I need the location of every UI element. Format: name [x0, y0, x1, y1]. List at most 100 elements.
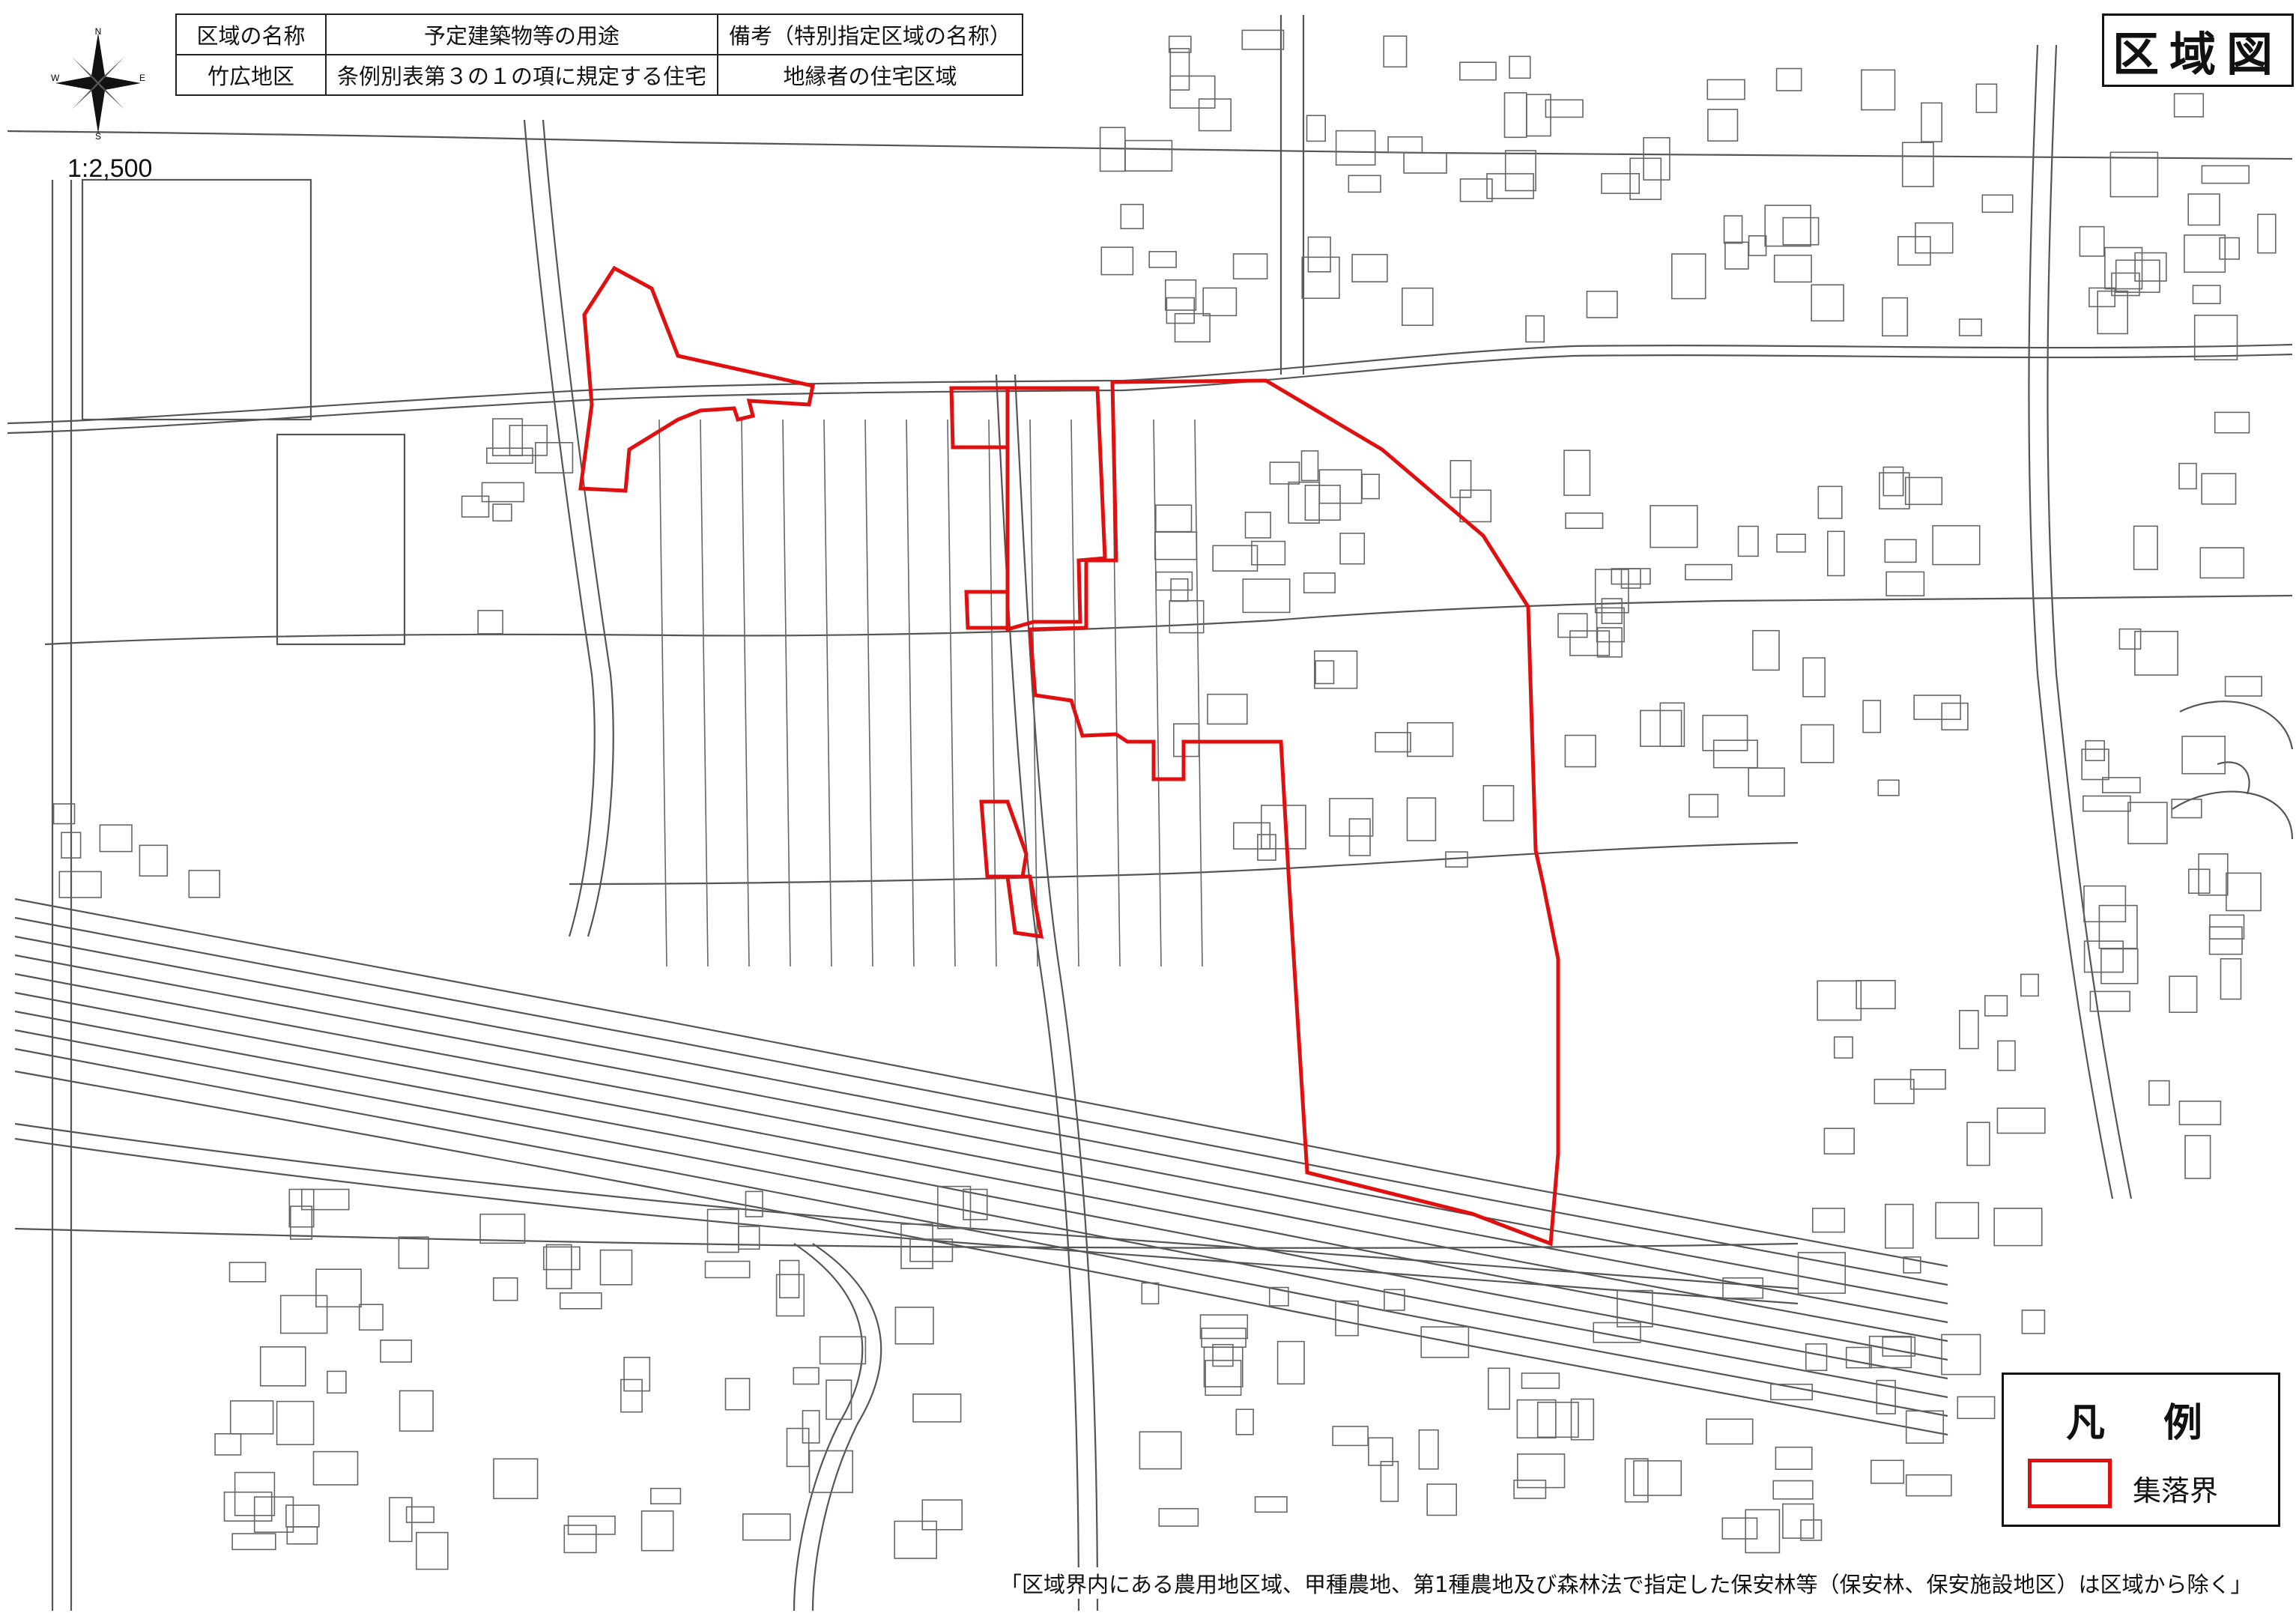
building-footprint — [2169, 975, 2198, 1013]
building-footprint — [1745, 1509, 1781, 1554]
building-footprint — [2083, 940, 2124, 973]
building-footprint — [563, 1525, 597, 1554]
building-footprint — [1659, 702, 1685, 747]
building-footprint — [2083, 885, 2127, 923]
building-footprint — [1426, 1483, 1457, 1516]
building-footprint — [742, 1513, 791, 1541]
building-footprint — [1877, 779, 1900, 796]
building-footprint — [415, 1531, 449, 1570]
building-footprint — [1141, 1282, 1160, 1305]
building-footprint — [279, 1295, 328, 1334]
building-footprint — [1975, 83, 1998, 113]
building-footprint — [724, 1378, 751, 1411]
building-footprint — [1903, 1256, 1921, 1274]
building-footprint — [1235, 1408, 1254, 1435]
building-footprint — [1368, 1437, 1394, 1466]
building-footprint — [1233, 822, 1271, 850]
building-footprint — [1706, 1418, 1754, 1445]
building-footprint — [1517, 1453, 1566, 1489]
field-strip-line — [700, 419, 709, 967]
building-footprint — [1563, 450, 1591, 496]
building-footprint — [1232, 253, 1268, 279]
building-footprint — [1155, 504, 1193, 533]
building-footprint — [2134, 630, 2178, 676]
building-footprint — [1174, 312, 1211, 343]
building-footprint — [276, 1400, 315, 1445]
building-footprint — [534, 441, 574, 473]
building-footprint — [1685, 563, 1733, 581]
building-footprint — [900, 1223, 933, 1270]
building-footprint — [1383, 35, 1408, 68]
building-footprint — [312, 1450, 359, 1486]
building-footprint — [912, 1393, 962, 1423]
building-footprint — [1802, 657, 1826, 697]
building-footprint — [479, 1213, 526, 1244]
building-footprint — [1329, 798, 1374, 837]
building-footprint — [620, 1379, 643, 1413]
building-footprint — [327, 1370, 347, 1394]
building-footprint — [1773, 254, 1812, 283]
building-footprint — [1596, 607, 1625, 643]
building-footprint — [1833, 1036, 1853, 1059]
building-footprint — [1304, 484, 1341, 521]
building-footprint — [1817, 485, 1843, 519]
building-footprint — [640, 1510, 674, 1552]
building-footprint — [2184, 234, 2226, 273]
building-footprint — [1521, 1373, 1560, 1389]
building-footprint — [745, 1190, 763, 1217]
building-footprint — [1545, 99, 1584, 118]
building-footprint — [99, 824, 133, 853]
building-footprint — [1168, 35, 1192, 53]
building-footprint — [599, 1249, 633, 1286]
building-footprint — [826, 1379, 852, 1420]
building-footprint — [649, 1487, 682, 1504]
building-footprint — [1782, 217, 1820, 246]
building-footprint — [1335, 1300, 1359, 1337]
building-footprint — [2188, 868, 2211, 895]
building-footprint — [2187, 193, 2220, 226]
building-footprint — [2020, 973, 2039, 997]
building-footprint — [1361, 473, 1380, 500]
building-footprint — [1403, 152, 1447, 174]
building-footprint — [1459, 178, 1493, 202]
compass-w: W — [51, 73, 60, 83]
building-footprint — [461, 495, 490, 518]
building-footprint — [481, 482, 525, 503]
building-footprint — [567, 1516, 616, 1535]
building-footprint — [1707, 109, 1739, 142]
building-footprint — [2148, 1080, 2170, 1106]
building-footprint — [2198, 853, 2229, 896]
legend-title: 凡例 — [2065, 1401, 2261, 1446]
building-footprint — [1203, 1346, 1244, 1387]
building-footprint — [1445, 851, 1468, 868]
building-footprint — [1418, 1429, 1439, 1470]
building-footprint — [1254, 1496, 1288, 1513]
building-footprint — [1244, 511, 1271, 539]
building-footprint — [2192, 285, 2221, 305]
field-strip-line — [864, 419, 873, 967]
building-footprint — [1300, 450, 1319, 482]
building-footprint — [1257, 834, 1276, 861]
building-footprint — [1901, 142, 1934, 187]
building-footprint — [1124, 139, 1173, 172]
building-footprint — [1482, 784, 1515, 822]
compass-n: N — [95, 27, 102, 37]
building-footprint — [1486, 173, 1534, 199]
building-footprint — [1525, 315, 1545, 343]
building-footprint — [1800, 724, 1835, 763]
building-footprint — [1406, 797, 1437, 841]
building-footprint — [1375, 731, 1411, 753]
building-footprint — [1817, 980, 1862, 1021]
building-footprint — [1504, 150, 1536, 192]
building-footprint — [2097, 290, 2128, 335]
building-footprint — [545, 1244, 572, 1289]
header-area-name: 区域の名称 — [175, 13, 327, 55]
building-footprint — [786, 1427, 810, 1468]
building-footprint — [1862, 700, 1882, 733]
building-footprint — [1984, 995, 2008, 1017]
building-footprint — [1459, 489, 1492, 523]
cell-remarks: 地縁者の住宅区域 — [717, 54, 1024, 96]
building-footprint — [1170, 578, 1189, 602]
building-footprint — [1586, 290, 1618, 318]
